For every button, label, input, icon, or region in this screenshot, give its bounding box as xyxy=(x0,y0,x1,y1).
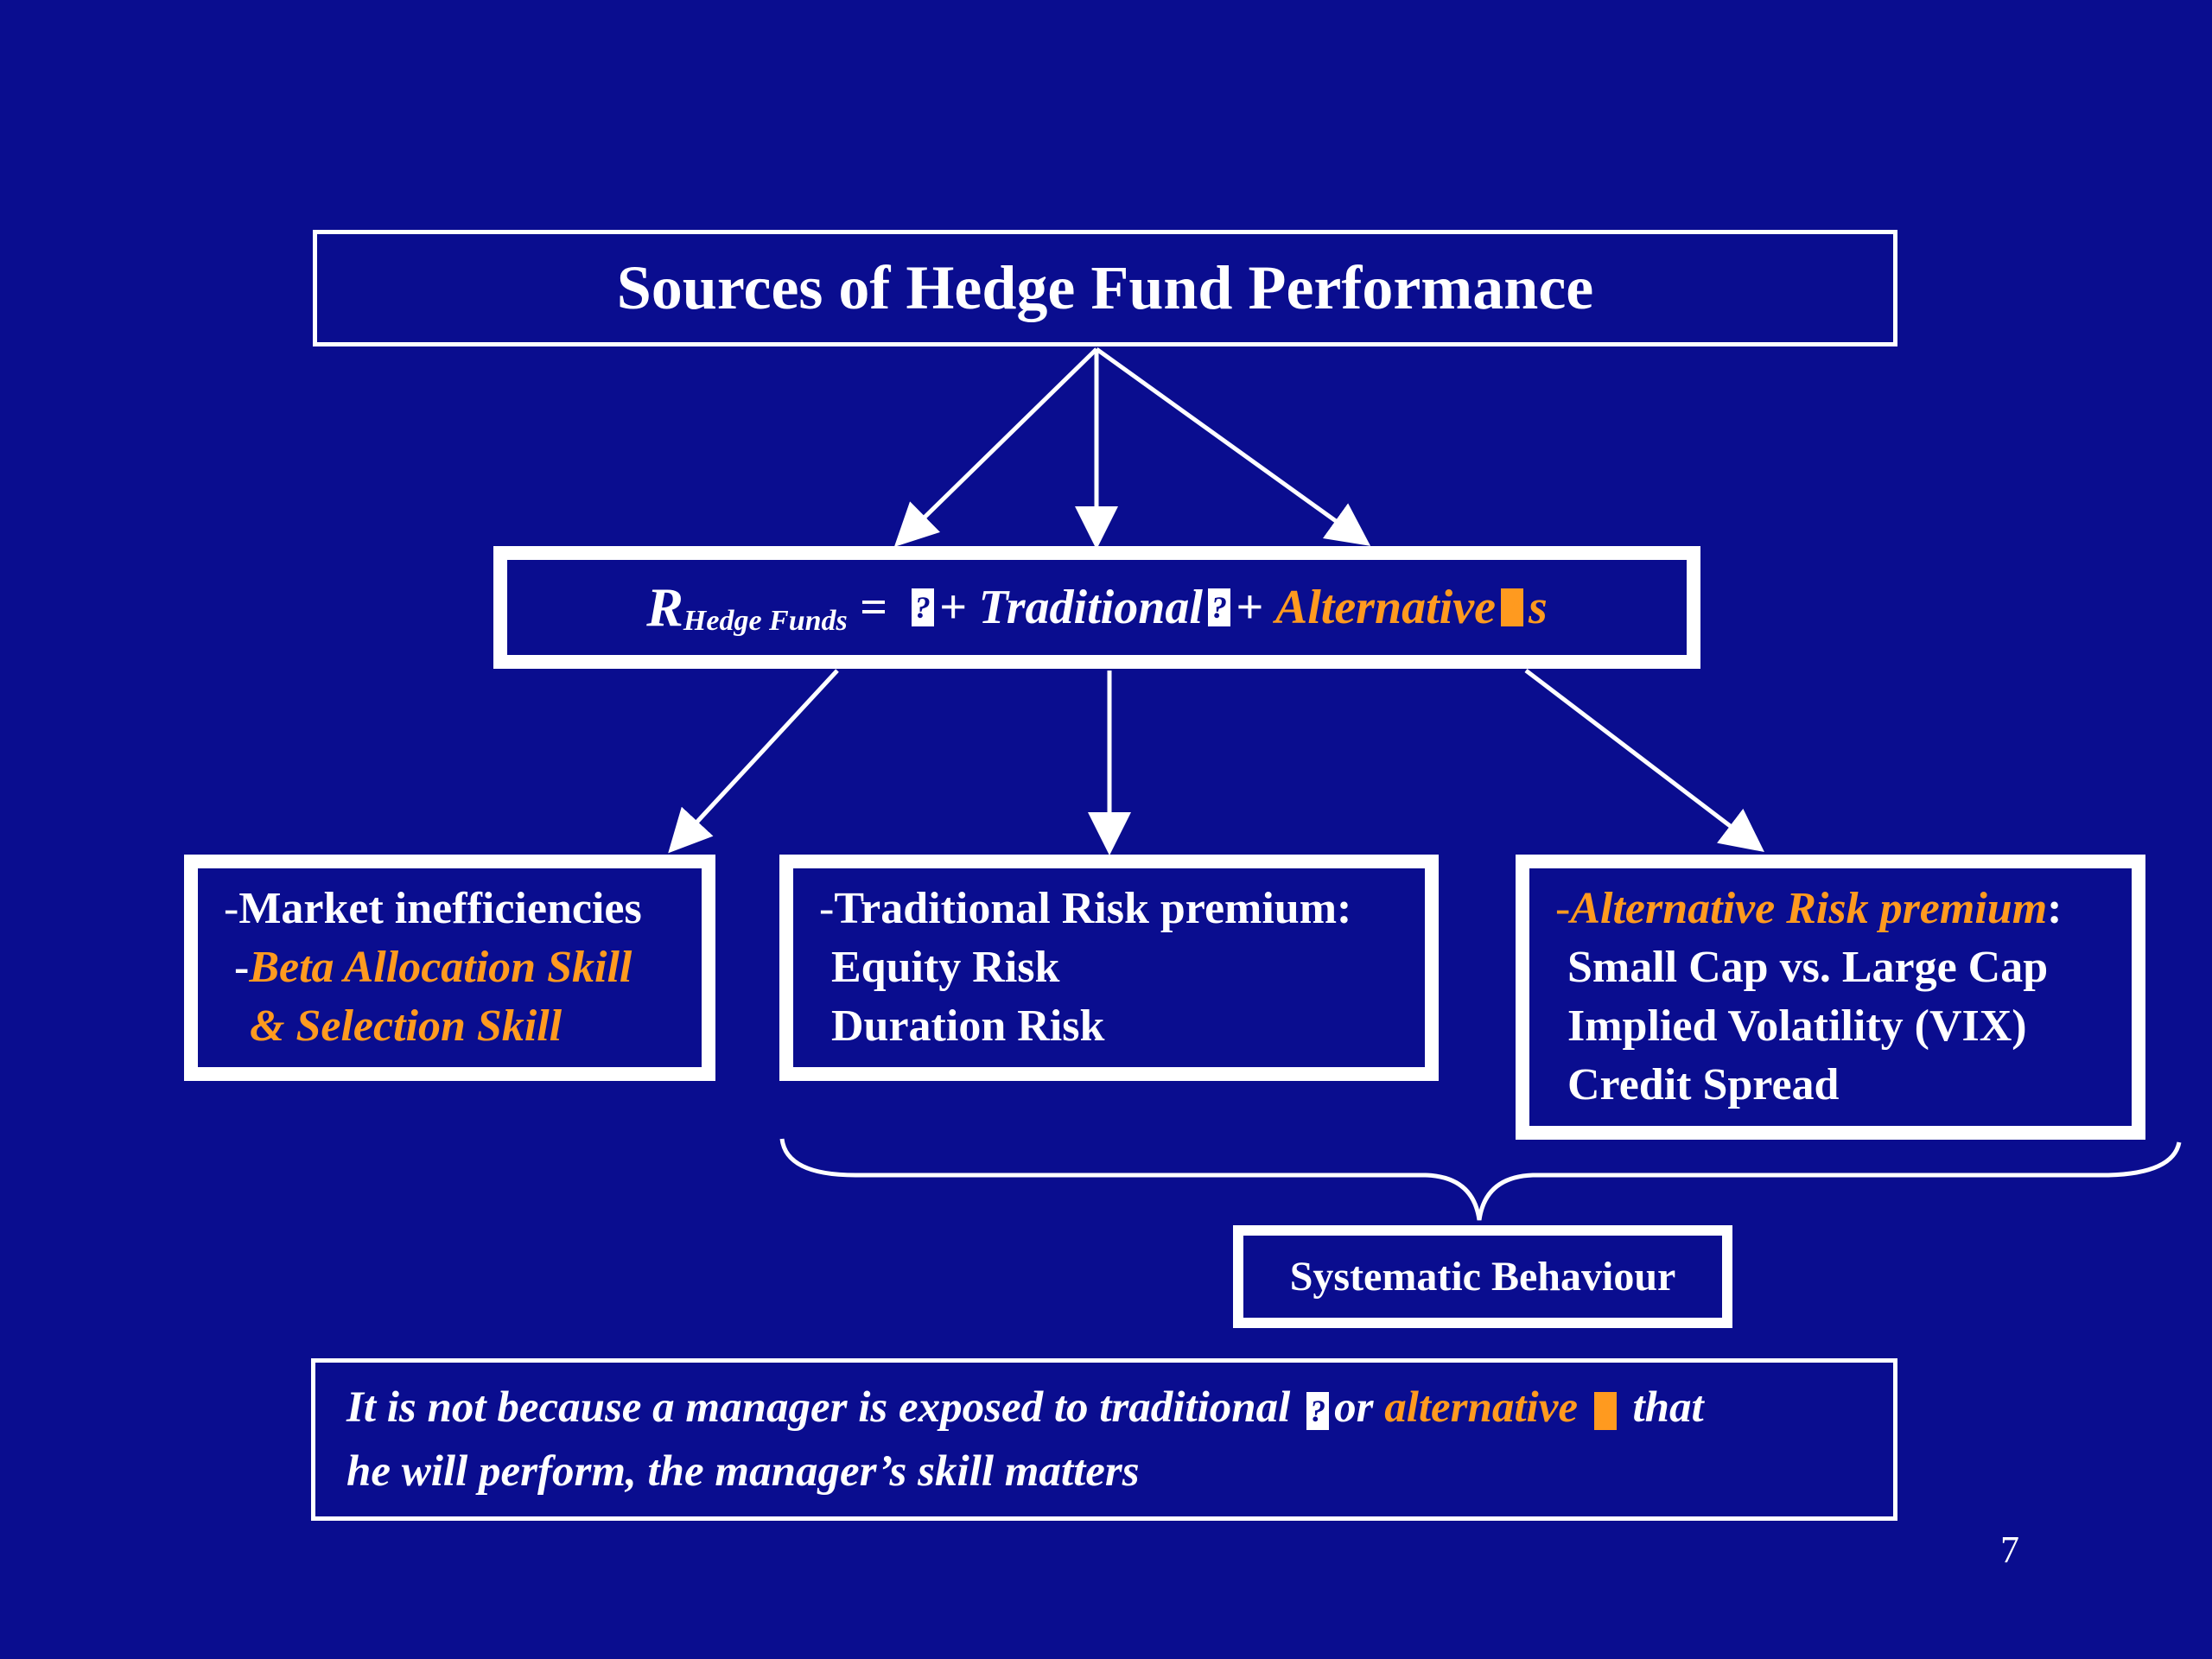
note-text-5: he will perform, the manager’s skill mat… xyxy=(346,1447,1140,1496)
equation-suffix: s xyxy=(1528,581,1548,634)
mid-dash-1: - xyxy=(819,884,835,933)
beta-glyph-icon: ? xyxy=(1207,588,1230,626)
equation-plus-1: + xyxy=(938,581,967,634)
arrow-eq-to-left-box xyxy=(668,669,839,854)
right-text-1: Alternative Risk premium xyxy=(1570,884,2048,933)
mid-text-2: Equity Risk xyxy=(831,943,1060,992)
left-dash-1: - xyxy=(224,884,239,933)
brace-systematic xyxy=(779,1138,2182,1221)
mid-text-1: Traditional Risk premium: xyxy=(834,884,1352,933)
slide-title: Sources of Hedge Fund Performance xyxy=(616,253,1594,322)
equation-alternative: Alternative xyxy=(1274,581,1496,634)
note-text-3: alternative xyxy=(1384,1383,1578,1432)
right-line-4: Credit Spread xyxy=(1555,1056,2106,1115)
right-text-2: Small Cap vs. Large Cap xyxy=(1567,943,2049,992)
systematic-behaviour-box: Systematic Behaviour xyxy=(1233,1225,1732,1328)
arrow-title-to-alternative xyxy=(1095,346,1371,546)
alpha-glyph-icon: ? xyxy=(911,588,934,626)
equation-r: R xyxy=(646,576,683,638)
beta-glyph-note-alt-icon: ? xyxy=(1593,1392,1617,1431)
page-number: 7 xyxy=(2000,1529,2019,1571)
alternative-risk-box: -Alternative Risk premium: Small Cap vs.… xyxy=(1516,855,2145,1140)
equation-plus-2: + xyxy=(1235,581,1263,634)
title-box: Sources of Hedge Fund Performance xyxy=(313,230,1897,346)
left-text-2: Beta Allocation Skill xyxy=(249,943,632,992)
note-text-2: or xyxy=(1334,1383,1374,1432)
right-dash-1: - xyxy=(1555,884,1571,933)
mid-text-3: Duration Risk xyxy=(831,1001,1105,1051)
right-line-1: -Alternative Risk premium: xyxy=(1555,880,2106,938)
left-text-3: & Selection Skill xyxy=(250,1001,563,1051)
mid-line-3: Duration Risk xyxy=(819,997,1399,1056)
market-inefficiencies-box: -Market inefficiencies -Beta Allocation … xyxy=(184,855,715,1081)
note-text-4: that xyxy=(1632,1383,1704,1432)
right-line-2: Small Cap vs. Large Cap xyxy=(1555,938,2106,997)
note-text-1: It is not because a manager is exposed t… xyxy=(346,1383,1291,1432)
beta-glyph-note-icon: ? xyxy=(1306,1392,1330,1431)
mid-line-1: -Traditional Risk premium: xyxy=(819,880,1399,938)
right-text-4: Credit Spread xyxy=(1567,1060,1840,1109)
right-text-3: Implied Volatility (VIX) xyxy=(1567,1001,2027,1051)
right-colon: : xyxy=(2047,884,2063,933)
left-dash-2: - xyxy=(234,943,250,992)
left-line-1: -Market inefficiencies xyxy=(224,880,676,938)
mid-line-2: Equity Risk xyxy=(819,938,1399,997)
systematic-behaviour-label: Systematic Behaviour xyxy=(1289,1254,1676,1300)
note-line-1: It is not because a manager is exposed t… xyxy=(346,1376,1862,1440)
beta-glyph-alt-icon: ? xyxy=(1500,588,1523,626)
equation-equals: = xyxy=(859,581,887,634)
left-line-3: & Selection Skill xyxy=(224,997,676,1056)
equation-traditional: Traditional xyxy=(978,581,1203,634)
left-line-2: -Beta Allocation Skill xyxy=(224,938,676,997)
arrow-eq-to-right-box xyxy=(1524,669,1764,853)
arrow-title-to-alpha xyxy=(893,347,1098,547)
traditional-risk-box: -Traditional Risk premium: Equity Risk D… xyxy=(779,855,1439,1081)
note-line-2: he will perform, the manager’s skill mat… xyxy=(346,1440,1862,1503)
equation-subscript: Hedge Funds xyxy=(683,605,848,637)
right-line-3: Implied Volatility (VIX) xyxy=(1555,997,2106,1056)
note-box: It is not because a manager is exposed t… xyxy=(311,1358,1897,1521)
left-text-1: Market inefficiencies xyxy=(238,884,642,933)
